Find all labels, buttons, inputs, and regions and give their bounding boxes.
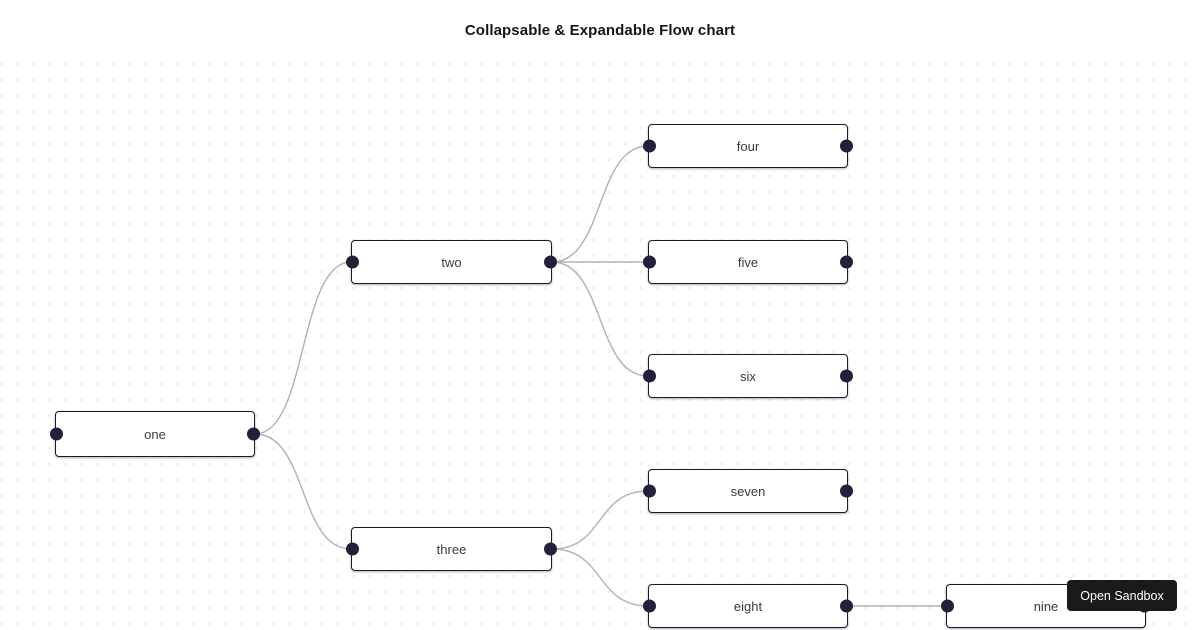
flow-canvas[interactable]: one two three four five six seven eight nine [0, 62, 1200, 630]
flow-node-one[interactable]: one [50, 411, 260, 457]
handle-left-seven[interactable] [643, 484, 656, 498]
handle-right-four[interactable] [840, 139, 853, 153]
handle-left-two[interactable] [346, 255, 359, 269]
open-sandbox-button[interactable]: Open Sandbox [1067, 580, 1177, 611]
handle-left-one[interactable] [50, 427, 63, 441]
handle-right-six[interactable] [840, 369, 853, 383]
flow-edge-one-three[interactable] [254, 433, 352, 550]
flow-edge-three-eight[interactable] [551, 548, 649, 607]
handle-left-eight[interactable] [643, 599, 656, 613]
handle-right-one[interactable] [247, 427, 260, 441]
flow-node-label: six [740, 368, 756, 384]
page-title: Collapsable & Expandable Flow chart [0, 0, 1200, 62]
handle-right-three[interactable] [544, 542, 557, 556]
handle-left-three[interactable] [346, 542, 359, 556]
handle-left-four[interactable] [643, 139, 656, 153]
flow-edge-one-two[interactable] [254, 261, 352, 435]
handle-left-nine[interactable] [941, 599, 954, 613]
handle-right-seven[interactable] [840, 484, 853, 498]
flow-node-label: five [737, 254, 759, 270]
handle-right-eight[interactable] [840, 599, 853, 613]
flow-node-four[interactable]: four [643, 124, 853, 168]
handle-right-five[interactable] [840, 255, 853, 269]
edge-layer [254, 145, 946, 607]
flow-node-label: one [144, 426, 166, 442]
flow-node-six[interactable]: six [643, 354, 853, 398]
flow-edge-three-seven[interactable] [551, 490, 649, 550]
handle-right-two[interactable] [544, 255, 557, 269]
flow-node-label: four [736, 138, 760, 154]
flow-edge-two-four[interactable] [551, 145, 649, 263]
handle-left-six[interactable] [643, 369, 656, 383]
flow-node-label: eight [733, 598, 763, 614]
flow-node-label: three [436, 541, 467, 557]
handle-left-five[interactable] [643, 255, 656, 269]
flow-node-label: nine [1033, 598, 1059, 614]
flow-node-label: two [441, 254, 462, 270]
flow-node-two[interactable]: two [346, 240, 557, 284]
flow-node-eight[interactable]: eight [643, 584, 853, 628]
open-sandbox-label: Open Sandbox [1080, 588, 1164, 603]
flow-node-seven[interactable]: seven [643, 469, 853, 513]
flow-node-three[interactable]: three [346, 527, 557, 571]
flow-node-five[interactable]: five [643, 240, 853, 284]
flow-edge-two-six[interactable] [551, 261, 649, 377]
flow-node-label: seven [730, 483, 766, 499]
